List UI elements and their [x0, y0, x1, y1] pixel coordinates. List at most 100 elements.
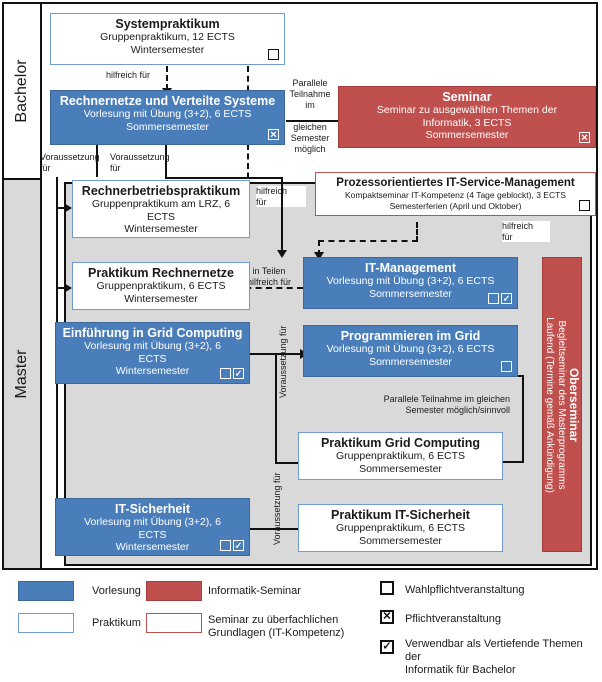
edge-rn-branch-left — [96, 145, 98, 177]
legend-label-informatik-seminar: Informatik-Seminar — [208, 585, 301, 597]
course-marks — [579, 200, 590, 211]
edge-grid-down-h — [275, 462, 301, 464]
edge-label-voraussetzung-1: Voraussetzung für — [40, 152, 100, 173]
course-box-oberseminar[interactable]: Oberseminar Begleitseminar des Masterpro… — [542, 257, 582, 552]
edge-label-voraussetzung-rot-3: Voraussetzung für — [272, 472, 282, 545]
edge-itsm-v — [416, 222, 418, 242]
edge-right-trunk-v — [281, 177, 283, 252]
course-title: IT-Management — [365, 261, 456, 275]
course-line2: Kompaktseminar IT-Kompetenz (4 Tage gebl… — [345, 190, 566, 200]
legend-swatch-praktikum — [18, 613, 74, 633]
legend-label-vertiefend: Verwendbar als Vertiefende Themen der In… — [405, 638, 583, 676]
vertiefend-checkbox-icon: ✓ — [233, 540, 244, 551]
edge-grid-down — [275, 353, 277, 464]
level-column-master: Master — [4, 178, 42, 568]
course-line2: Gruppenpraktikum, 12 ECTS — [100, 31, 235, 43]
course-line4: Wintersemester — [115, 365, 190, 377]
legend-icon-wahlpflicht — [380, 581, 394, 595]
edge-label-voraussetzung-2: Voraussetzung für — [110, 152, 170, 173]
legend-swatch-seminar-ueberfachlich — [146, 613, 202, 633]
course-marks: ✓ — [220, 540, 244, 551]
edge-right-trunk-h — [165, 177, 283, 179]
wahlpflicht-checkbox-icon — [220, 540, 231, 551]
legend-swatch-vorlesung — [18, 581, 74, 601]
course-box-einfuehrung-grid-computing[interactable]: Einführung in Grid Computing Vorlesung m… — [55, 322, 250, 384]
edge-branch-prn — [56, 287, 66, 289]
edge-label-parallele-teilnahme: Parallele Teilnahme im — [288, 78, 332, 111]
course-line3: Semesterferien (April und Oktober) — [389, 201, 522, 211]
course-box-it-management[interactable]: IT-Management Vorlesung mit Übung (3+2),… — [303, 257, 518, 309]
edge-label-parallele-teilnahme-2: gleichen Semester möglich — [288, 122, 332, 155]
edge-label-hilfreich-right: hilfreich für — [502, 221, 550, 242]
edge-prog-wrap-h1 — [512, 375, 524, 377]
legend-label-wahlpflicht: Wahlpflichtveranstaltung — [405, 584, 525, 596]
course-box-seminar[interactable]: Seminar Seminar zu ausgewählten Themen d… — [338, 86, 596, 148]
edge-label-parallel-grid: Parallele Teilnahme im gleichen Semester… — [383, 394, 510, 415]
course-box-praktikum-grid-computing[interactable]: Praktikum Grid Computing Gruppenpraktiku… — [298, 432, 503, 480]
course-title: Praktikum Grid Computing — [320, 436, 481, 450]
level-column-bachelor: Bachelor — [4, 4, 42, 178]
wahlpflicht-checkbox-icon — [220, 368, 231, 379]
course-line3: Laufend (Termine gemäß Ankündigung) — [544, 316, 555, 493]
level-label-master: Master — [13, 349, 30, 399]
edge-branch-rbp-arrow — [64, 203, 72, 213]
course-title: Systempraktikum — [115, 17, 220, 31]
course-title: Praktikum IT-Sicherheit — [331, 508, 470, 522]
pflicht-checkbox-icon: ✕ — [268, 129, 279, 140]
course-marks: ✕ — [268, 129, 279, 140]
course-box-it-sicherheit[interactable]: IT-Sicherheit Vorlesung mit Übung (3+2),… — [55, 498, 250, 556]
pflicht-checkbox-icon: ✕ — [579, 132, 590, 143]
course-box-programmieren-im-grid[interactable]: Programmieren im Grid Vorlesung mit Übun… — [303, 325, 518, 377]
course-line2: Vorlesung mit Übung (3+2), 6 ECTS — [326, 343, 495, 355]
edge-branch-rbp — [56, 207, 66, 209]
course-line2: Seminar zu ausgewählten Themen der — [376, 104, 558, 116]
edge-rn-branch-right — [165, 145, 167, 177]
edge-right-trunk-arrow — [277, 250, 287, 258]
edge-sys-to-rn — [166, 66, 168, 90]
level-label-bachelor: Bachelor — [13, 59, 30, 123]
course-line2: Vorlesung mit Übung (3+2), 6 ECTS — [83, 108, 252, 120]
course-title: IT-Sicherheit — [114, 502, 191, 516]
legend: Vorlesung Praktikum Informatik-Seminar S… — [0, 572, 602, 682]
legend-icon-pflicht: ✕ — [380, 610, 394, 624]
edge-in-teilen — [235, 287, 303, 289]
wahlpflicht-checkbox-icon — [501, 361, 512, 372]
course-title: Seminar — [442, 90, 492, 104]
course-marks: ✓ — [220, 368, 244, 379]
course-title: Praktikum Rechnernetze — [88, 266, 234, 280]
legend-label-praktikum: Praktikum — [92, 617, 141, 629]
course-box-it-service-management[interactable]: Prozessorientiertes IT-Service-Managemen… — [315, 172, 596, 216]
course-marks: ✕ — [579, 132, 590, 143]
course-box-rechnerbetriebspraktikum[interactable]: Rechnerbetriebspraktikum Gruppenpraktiku… — [72, 180, 250, 238]
edge-prog-wrap-h2 — [500, 461, 524, 463]
course-line4: Sommersemester — [425, 129, 509, 141]
course-title: Prozessorientiertes IT-Service-Managemen… — [336, 177, 575, 189]
course-line4: Wintersemester — [124, 223, 198, 235]
edge-label-hilfreich-fuer-1: hilfreich für — [96, 70, 160, 81]
course-line3: ECTS — [146, 210, 175, 223]
course-marks — [501, 361, 512, 372]
wahlpflicht-checkbox-icon — [488, 293, 499, 304]
course-line2: Gruppenpraktikum, 6 ECTS — [96, 280, 226, 292]
diagram-frame — [2, 2, 598, 570]
course-box-systempraktikum[interactable]: Systempraktikum Gruppenpraktikum, 12 ECT… — [50, 13, 285, 65]
course-line2: Vorlesung mit Übung (3+2), 6 — [84, 516, 221, 528]
oberseminar-text: Oberseminar Begleitseminar des Masterpro… — [543, 260, 581, 550]
edge-itsm-arrow — [314, 252, 324, 260]
course-line2: Gruppenpraktikum, 6 ECTS — [336, 450, 465, 462]
edge-its-to-pits — [250, 528, 302, 530]
course-line3: ECTS — [138, 352, 167, 365]
course-line2: Begleitseminar des Masterprogramms — [556, 320, 567, 489]
course-title: Oberseminar — [567, 367, 581, 442]
course-line3: Sommersemester — [369, 355, 452, 368]
edge-prog-wrap-v — [522, 375, 524, 463]
legend-label-vorlesung: Vorlesung — [92, 585, 141, 597]
course-line3: Sommersemester — [359, 462, 442, 475]
course-line4: Wintersemester — [115, 541, 190, 553]
wahlpflicht-checkbox-icon — [579, 200, 590, 211]
course-box-praktikum-it-sicherheit[interactable]: Praktikum IT-Sicherheit Gruppenpraktikum… — [298, 504, 503, 552]
course-line3: Informatik, 3 ECTS — [422, 116, 512, 129]
course-line3: ECTS — [138, 528, 167, 541]
course-box-rechnernetze[interactable]: Rechnernetze und Verteilte Systeme Vorle… — [50, 90, 285, 145]
course-box-praktikum-rechnernetze[interactable]: Praktikum Rechnernetze Gruppenpraktikum,… — [72, 262, 250, 310]
